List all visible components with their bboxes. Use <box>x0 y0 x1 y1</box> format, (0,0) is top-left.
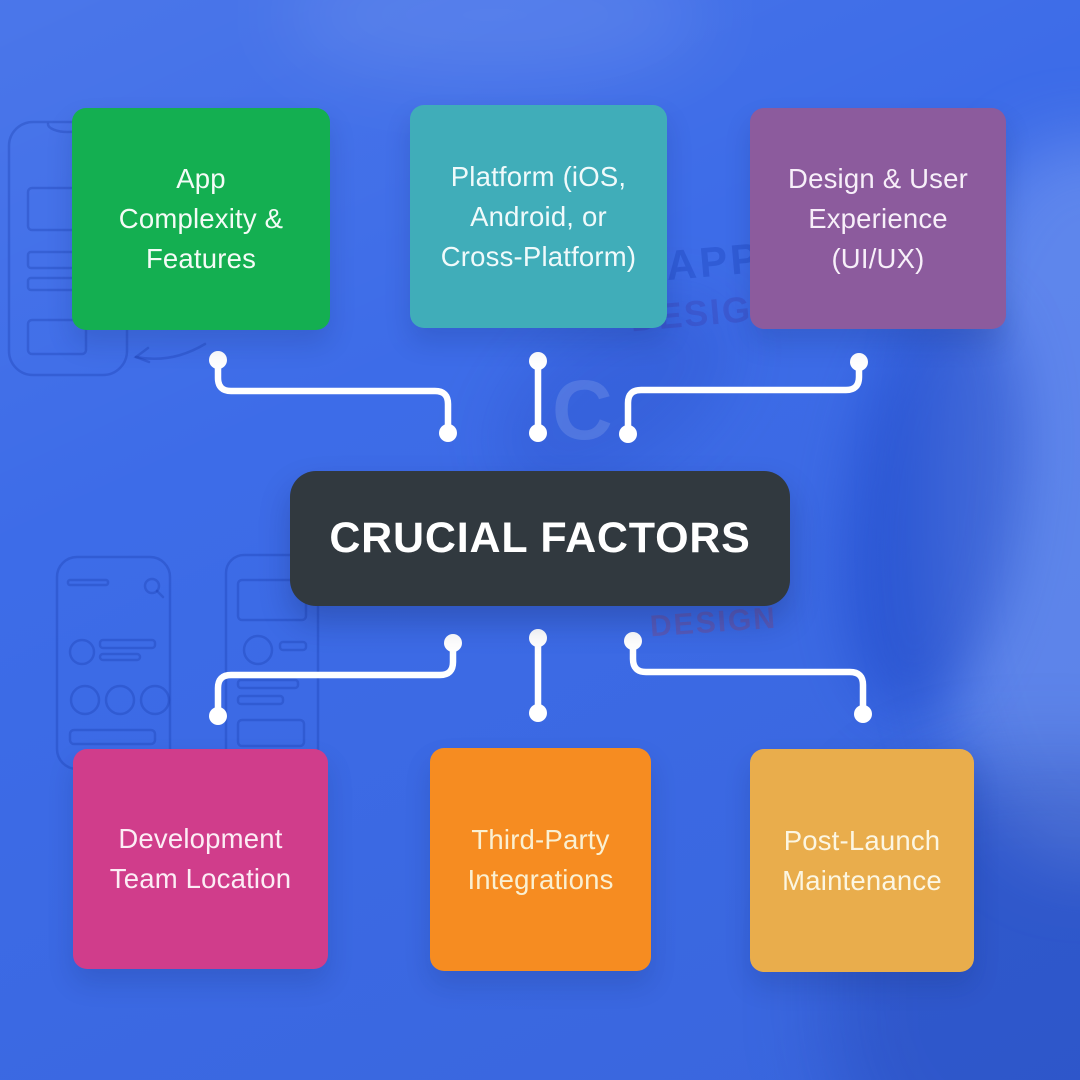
connector-dot <box>439 424 457 442</box>
background-highlight <box>280 0 710 80</box>
connector-dot <box>529 424 547 442</box>
background-text-design2: DESIGN <box>648 601 778 644</box>
connector-dot <box>529 629 547 647</box>
arrow-sketch-icon <box>134 342 207 361</box>
connector-dot <box>209 351 227 369</box>
connector-top-left <box>214 356 452 437</box>
connector-bottom-left <box>214 639 457 720</box>
factor-card-development-team-location: Development Team Location <box>73 749 328 969</box>
connector-dot <box>854 705 872 723</box>
connector-dot <box>624 632 642 650</box>
connector-top-right <box>624 358 863 438</box>
factor-card-platform: Platform (iOS, Android, or Cross-Platfor… <box>410 105 667 328</box>
connector-bottom-right <box>629 637 867 718</box>
connector-dot <box>529 704 547 722</box>
factor-card-post-launch-maintenance: Post-Launch Maintenance <box>750 749 974 972</box>
connector-dot <box>619 425 637 443</box>
background-text-letter: C <box>552 363 613 457</box>
factor-card-design-user-experience: Design & User Experience (UI/UX) <box>750 108 1006 329</box>
connector-dot <box>850 353 868 371</box>
background-text-app: APP <box>664 233 764 290</box>
factor-card-app-complexity-features: App Complexity & Features <box>72 108 330 330</box>
factor-label: Development Team Location <box>109 823 292 894</box>
connector-dot <box>209 707 227 725</box>
connector-dot <box>529 352 547 370</box>
phone-sketch-icon <box>55 555 172 771</box>
factor-label: Third-Party Integrations <box>467 823 614 895</box>
page-title: CRUCIAL FACTORS <box>329 514 751 562</box>
factor-label: Post-Launch Maintenance <box>782 824 942 896</box>
factor-label: Design & User Experience (UI/UX) <box>788 162 968 274</box>
factor-label: Platform (iOS, Android, or Cross-Platfor… <box>440 160 637 272</box>
connector-dot <box>444 634 462 652</box>
crucial-factors-box: CRUCIAL FACTORS <box>290 471 790 606</box>
factor-label: App Complexity & Features <box>118 163 284 274</box>
background-person-face <box>819 285 1047 725</box>
factor-card-third-party-integrations: Third-Party Integrations <box>430 748 651 971</box>
